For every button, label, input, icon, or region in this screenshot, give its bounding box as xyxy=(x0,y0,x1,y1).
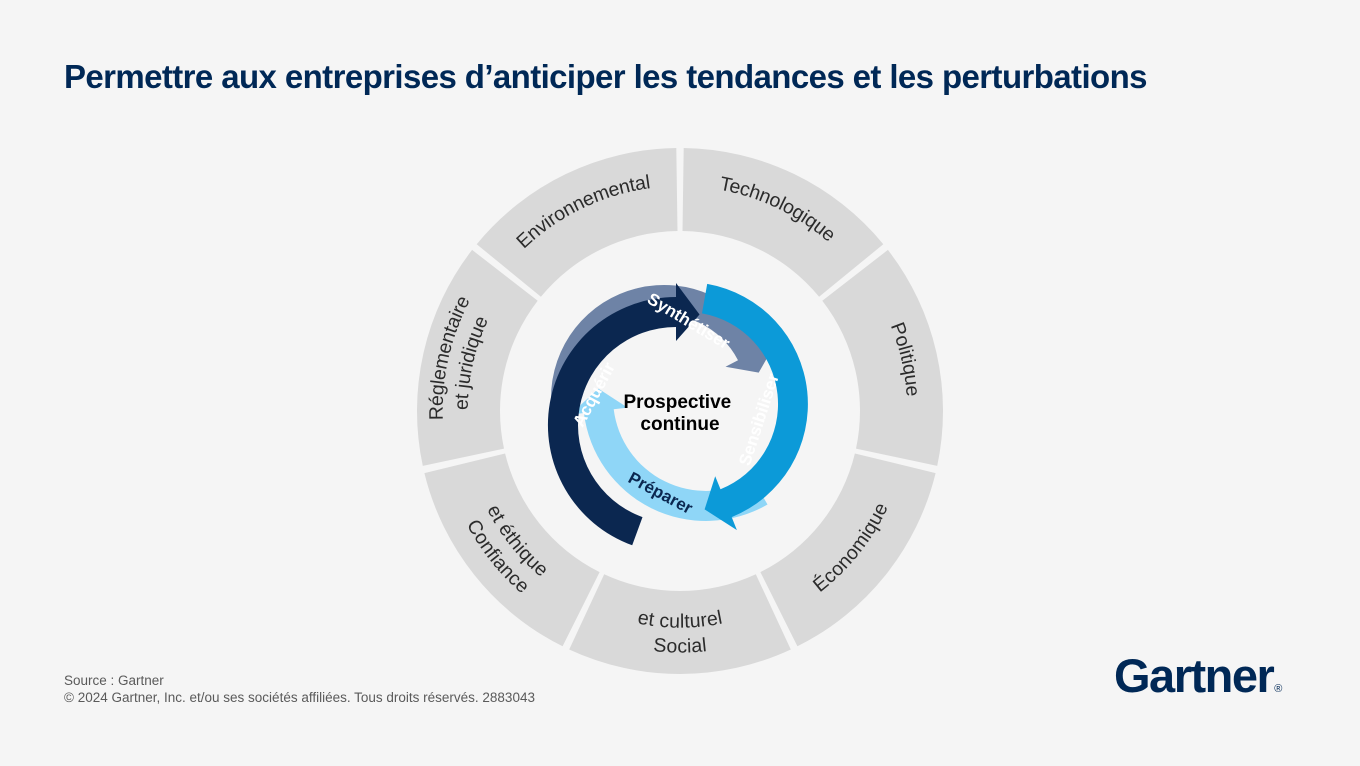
arrow-sensibiliser xyxy=(702,283,808,531)
segment-reglementaire-et-juridique xyxy=(417,249,538,466)
logo-registered-mark: ® xyxy=(1274,683,1283,695)
segment-environnemental xyxy=(476,148,678,297)
center-label: Prospective continue xyxy=(623,392,736,435)
segment-confiance-et-ethique xyxy=(424,453,600,647)
arrow-acquerir xyxy=(547,283,700,546)
segment-label-text: et culturel xyxy=(636,607,724,633)
segment-label-social-et-culturel: et culturel xyxy=(636,607,724,633)
segment-politique xyxy=(822,249,943,466)
page-title: Permettre aux entreprises d’anticiper le… xyxy=(64,58,1147,95)
segment-label-social-et-culturel: Social xyxy=(653,634,708,657)
segment-technologique xyxy=(682,148,884,297)
center-label-line-1: Prospective xyxy=(623,392,731,413)
gartner-logo: Gartner® xyxy=(1114,652,1282,699)
segment-economique xyxy=(760,453,936,647)
footer: Source : Gartner © 2024 Gartner, Inc. et… xyxy=(64,672,535,706)
logo-text: Gartner xyxy=(1114,649,1275,702)
segment-label-text: Social xyxy=(653,634,708,657)
center-label-line-2: continue xyxy=(640,414,719,435)
copyright-note: © 2024 Gartner, Inc. et/ou ses sociétés … xyxy=(64,690,535,705)
segment-social-et-culturel xyxy=(569,574,791,674)
source-note: Source : Gartner xyxy=(64,673,164,688)
